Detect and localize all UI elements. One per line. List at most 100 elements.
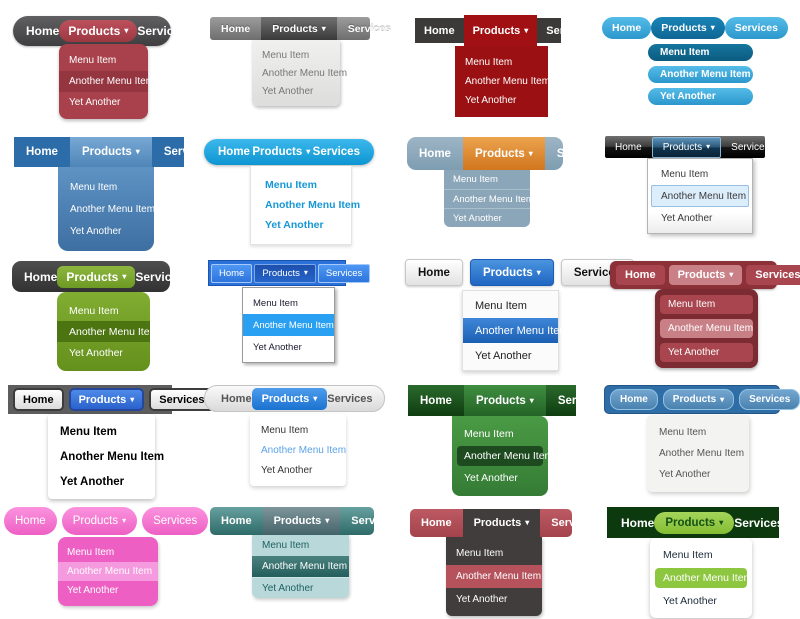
dropdown-item-1[interactable]: Menu Item — [253, 297, 298, 309]
dropdown-item-1[interactable]: Menu Item — [464, 428, 514, 440]
nav-item-home[interactable]: Home — [616, 265, 665, 285]
dropdown-item-2[interactable]: Another Menu Item — [648, 66, 753, 83]
dropdown-item-2[interactable]: Another Menu Item — [265, 199, 361, 211]
nav-item-home[interactable]: Home — [421, 517, 452, 529]
dropdown-item-1[interactable]: Menu Item — [262, 49, 310, 61]
nav-item-home[interactable]: Home — [24, 269, 58, 284]
nav-item-services[interactable]: Services — [551, 517, 597, 529]
dropdown-item-2[interactable]: Another Menu Item — [465, 76, 551, 87]
dropdown-item-1[interactable]: Menu Item — [262, 540, 310, 551]
nav-item-services[interactable]: Services — [327, 392, 373, 405]
nav-item-services[interactable]: Services — [142, 507, 209, 535]
dropdown-item-1[interactable]: Menu Item — [70, 181, 118, 193]
dropdown-item-2[interactable]: Another Menu Item — [58, 562, 158, 581]
nav-item-home[interactable]: Home — [424, 24, 455, 37]
dropdown-item-1[interactable]: Menu Item — [659, 427, 707, 438]
dropdown-item-3[interactable]: Yet Another — [648, 88, 753, 105]
nav-item-services[interactable]: Services — [746, 265, 800, 285]
nav-item-services[interactable]: Services — [351, 515, 397, 527]
dropdown-item-3[interactable]: Yet Another — [262, 85, 314, 97]
nav-item-services[interactable]: Services — [163, 146, 212, 158]
nav-item-products[interactable]: Products▾ — [57, 265, 136, 288]
nav-item-home[interactable]: Home — [602, 17, 652, 39]
nav-item-products[interactable]: Products▾ — [69, 137, 152, 167]
nav-item-products[interactable]: Products▾ — [68, 388, 145, 411]
dropdown-item-3[interactable]: Yet Another — [659, 469, 711, 480]
nav-item-services[interactable]: Services — [137, 24, 187, 38]
dropdown-item-2[interactable]: Another Menu Item — [446, 565, 542, 588]
dropdown-item-1[interactable]: Menu Item — [475, 299, 527, 312]
nav-item-home[interactable]: Home — [221, 392, 252, 405]
nav-item-products[interactable]: Products▾ — [668, 265, 743, 285]
dropdown-item-1[interactable]: Menu Item — [60, 425, 117, 438]
dropdown-item-1[interactable]: Menu Item — [661, 168, 709, 180]
nav-item-products[interactable]: Products▾ — [651, 136, 722, 158]
dropdown-item-2[interactable]: Another Menu Item — [70, 203, 156, 215]
dropdown-item-2[interactable]: Another Menu Item — [659, 448, 745, 459]
nav-item-home[interactable]: Home — [221, 22, 251, 35]
dropdown-item-3[interactable]: Yet Another — [252, 577, 349, 598]
nav-item-services[interactable]: Services — [546, 24, 592, 37]
dropdown-item-1[interactable]: Menu Item — [648, 44, 753, 61]
dropdown-item-3[interactable]: Yet Another — [663, 595, 717, 607]
dropdown-item-1[interactable]: Menu Item — [453, 174, 498, 185]
dropdown-item-2[interactable]: Another Menu Item — [243, 314, 334, 336]
dropdown-item-2[interactable]: Another Menu Item — [57, 321, 158, 342]
dropdown-item-1[interactable]: Menu Item — [67, 547, 115, 558]
nav-item-home[interactable]: Home — [218, 146, 250, 158]
dropdown-item-3[interactable]: Yet Another — [444, 208, 530, 227]
dropdown-item-3[interactable]: Yet Another — [253, 341, 302, 353]
dropdown-item-3[interactable]: Yet Another — [465, 95, 517, 106]
nav-item-home[interactable]: Home — [615, 141, 642, 153]
dropdown-item-2[interactable]: Another Menu Item — [655, 568, 752, 588]
nav-item-home[interactable]: Home — [26, 24, 60, 38]
nav-item-services[interactable]: Services — [556, 147, 605, 160]
dropdown-item-1[interactable]: Menu Item — [660, 295, 753, 314]
dropdown-item-2[interactable]: Another Menu Item — [463, 318, 569, 343]
dropdown-item-3[interactable]: Yet Another — [464, 472, 518, 484]
nav-item-services[interactable]: Services — [731, 141, 770, 153]
nav-item-services[interactable]: Services — [135, 269, 185, 284]
nav-item-products[interactable]: Products▾ — [651, 17, 725, 39]
nav-item-home[interactable]: Home — [4, 507, 57, 535]
dropdown-item-2[interactable]: Another Menu Item — [457, 446, 553, 466]
nav-item-products[interactable]: Products▾ — [463, 385, 546, 416]
nav-item-home[interactable]: Home — [221, 515, 252, 527]
nav-item-products[interactable]: Products▾ — [462, 509, 541, 537]
dropdown-item-3[interactable]: Yet Another — [70, 225, 122, 237]
nav-item-products[interactable]: Products▾ — [469, 259, 554, 286]
dropdown-item-2[interactable]: Another Menu Item — [262, 67, 348, 79]
nav-item-products[interactable]: Products▾ — [59, 20, 138, 42]
dropdown-item-3[interactable]: Yet Another — [60, 475, 125, 488]
nav-item-services[interactable]: Services — [312, 146, 360, 158]
dropdown-item-3[interactable]: Yet Another — [660, 343, 753, 362]
nav-item-products[interactable]: Products▾ — [463, 15, 538, 46]
nav-item-home[interactable]: Home — [211, 263, 253, 283]
dropdown-item-3[interactable]: Yet Another — [475, 349, 532, 362]
nav-item-services[interactable]: Services — [724, 17, 788, 39]
dropdown-item-3[interactable]: Yet Another — [67, 585, 119, 596]
dropdown-item-3[interactable]: Yet Another — [456, 594, 508, 605]
dropdown-item-3[interactable]: Yet Another — [69, 346, 123, 359]
nav-item-home[interactable]: Home — [405, 259, 463, 286]
nav-item-home[interactable]: Home — [610, 389, 658, 410]
nav-item-services[interactable]: Services — [317, 263, 371, 283]
dropdown-item-2[interactable]: Another Menu Item — [59, 71, 154, 92]
nav-item-services[interactable]: Services — [734, 515, 784, 530]
nav-item-products[interactable]: Products▾ — [662, 389, 735, 410]
dropdown-item-2[interactable]: Another Menu Item — [261, 444, 347, 456]
nav-item-home[interactable]: Home — [419, 147, 451, 160]
nav-item-products[interactable]: Products▾ — [262, 507, 341, 535]
dropdown-item-1[interactable]: Menu Item — [663, 549, 713, 561]
dropdown-item-2[interactable]: Another Menu Item — [252, 556, 349, 577]
nav-item-services[interactable]: Services — [347, 22, 391, 35]
dropdown-item-2[interactable]: Another Menu Item — [660, 319, 753, 338]
nav-item-products[interactable]: Products▾ — [462, 137, 545, 170]
nav-item-home[interactable]: Home — [26, 146, 58, 158]
dropdown-item-1[interactable]: Menu Item — [69, 304, 119, 317]
nav-item-home[interactable]: Home — [420, 394, 452, 407]
dropdown-item-2[interactable]: Another Menu Item — [60, 450, 165, 463]
dropdown-item-1[interactable]: Menu Item — [261, 424, 309, 436]
nav-item-services[interactable]: Services — [149, 388, 215, 411]
dropdown-item-3[interactable]: Yet Another — [261, 464, 313, 476]
